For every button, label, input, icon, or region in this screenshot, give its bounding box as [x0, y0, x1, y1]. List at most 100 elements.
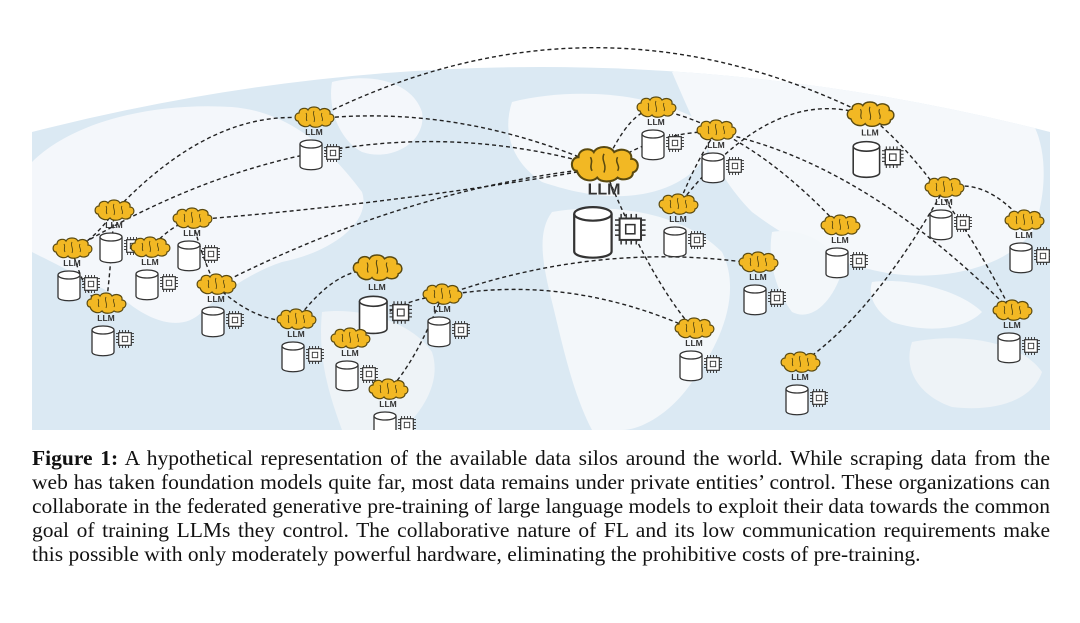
llm-label: LLM — [141, 257, 158, 267]
chip-icon — [1034, 247, 1050, 266]
llm-node: LLM — [780, 351, 829, 416]
llm-node: LLM — [924, 176, 973, 241]
llm-node: LLM — [86, 292, 135, 357]
connection-line — [603, 167, 695, 331]
chip-icon — [398, 416, 417, 430]
llm-node: LLM — [276, 308, 325, 373]
llm-node: LLM — [196, 273, 245, 338]
central-llm-node: LLM — [570, 145, 646, 259]
connection-line — [715, 131, 1013, 313]
llm-label: LLM — [669, 214, 686, 224]
brain-icon — [924, 176, 965, 198]
llm-label: LLM — [791, 372, 808, 382]
llm-node: LLM — [294, 106, 343, 171]
connection-line — [215, 166, 605, 287]
brain-icon — [330, 327, 371, 349]
land-europe — [508, 93, 709, 197]
brain-icon — [658, 193, 699, 215]
llm-label: LLM — [287, 329, 304, 339]
connection-line — [441, 256, 759, 297]
brain-icon — [422, 283, 463, 305]
database-icon — [679, 350, 703, 382]
connection-line — [113, 116, 315, 213]
llm-node: LLM — [130, 236, 179, 301]
chip-icon — [615, 213, 646, 245]
llm-node: LLM — [992, 299, 1041, 364]
connection-line — [799, 188, 945, 365]
llm-label: LLM — [647, 117, 664, 127]
chip-icon — [452, 321, 471, 340]
brain-icon — [94, 199, 135, 221]
database-icon — [373, 411, 397, 430]
brain-icon — [992, 299, 1033, 321]
chip-icon — [116, 330, 135, 349]
llm-label: LLM — [685, 338, 702, 348]
chip-icon — [882, 146, 904, 169]
brain-icon — [196, 273, 237, 295]
llm-label: LLM — [1015, 230, 1032, 240]
llm-label: LLM — [207, 294, 224, 304]
llm-label: LLM — [1003, 320, 1020, 330]
database-icon — [427, 316, 451, 348]
database-icon — [852, 140, 881, 179]
connection-line — [313, 47, 871, 120]
connection-line — [71, 140, 605, 251]
database-icon — [641, 129, 665, 161]
connection-line — [313, 115, 605, 169]
brain-icon — [1004, 209, 1045, 231]
database-icon — [701, 152, 725, 184]
llm-node: LLM — [52, 237, 101, 302]
llm-label: LLM — [749, 272, 766, 282]
brain-icon — [276, 308, 317, 330]
connection-line — [105, 211, 115, 306]
chip-icon — [306, 346, 325, 365]
database-icon — [785, 384, 809, 416]
brain-icon — [738, 251, 779, 273]
database-icon — [201, 306, 225, 338]
connection-line — [603, 108, 657, 168]
chip-icon — [954, 214, 973, 233]
chip-icon — [1022, 337, 1041, 356]
database-icon — [91, 325, 115, 357]
llm-label: LLM — [105, 220, 122, 230]
llm-label: LLM — [588, 182, 621, 199]
brain-icon — [352, 254, 403, 282]
llm-label: LLM — [97, 313, 114, 323]
llm-node: LLM — [422, 283, 471, 348]
land-india — [770, 231, 842, 315]
brain-icon — [294, 106, 335, 128]
chip-icon — [202, 245, 221, 264]
chip-icon — [160, 274, 179, 293]
database-icon — [281, 341, 305, 373]
llm-node: LLM — [368, 378, 417, 430]
chip-icon — [768, 289, 787, 308]
llm-node: LLM — [696, 119, 745, 184]
llm-label: LLM — [305, 127, 322, 137]
connection-line — [655, 108, 841, 228]
connection-line — [71, 211, 115, 251]
llm-node: LLM — [636, 96, 685, 161]
llm-label: LLM — [368, 282, 385, 292]
llm-node: LLM — [352, 254, 412, 335]
figure-caption: Figure 1: A hypothetical representation … — [32, 446, 1050, 566]
llm-node: LLM — [330, 327, 379, 392]
database-icon — [135, 269, 159, 301]
llm-node: LLM — [658, 193, 707, 258]
connection-line — [191, 166, 605, 221]
llm-label: LLM — [433, 304, 450, 314]
database-icon — [335, 360, 359, 392]
caption-text: A hypothetical representation of the ava… — [32, 446, 1051, 566]
database-icon — [299, 139, 323, 171]
land-southeast-asia — [870, 281, 982, 329]
llm-node: LLM — [846, 101, 904, 179]
brain-icon — [780, 351, 821, 373]
chip-icon — [704, 355, 723, 374]
chip-icon — [850, 252, 869, 271]
chip-icon — [688, 231, 707, 250]
llm-node: LLM — [674, 317, 723, 382]
chip-icon — [666, 134, 685, 153]
brain-icon — [172, 207, 213, 229]
llm-label: LLM — [861, 128, 878, 138]
brain-icon — [570, 145, 639, 183]
database-icon — [99, 232, 123, 264]
